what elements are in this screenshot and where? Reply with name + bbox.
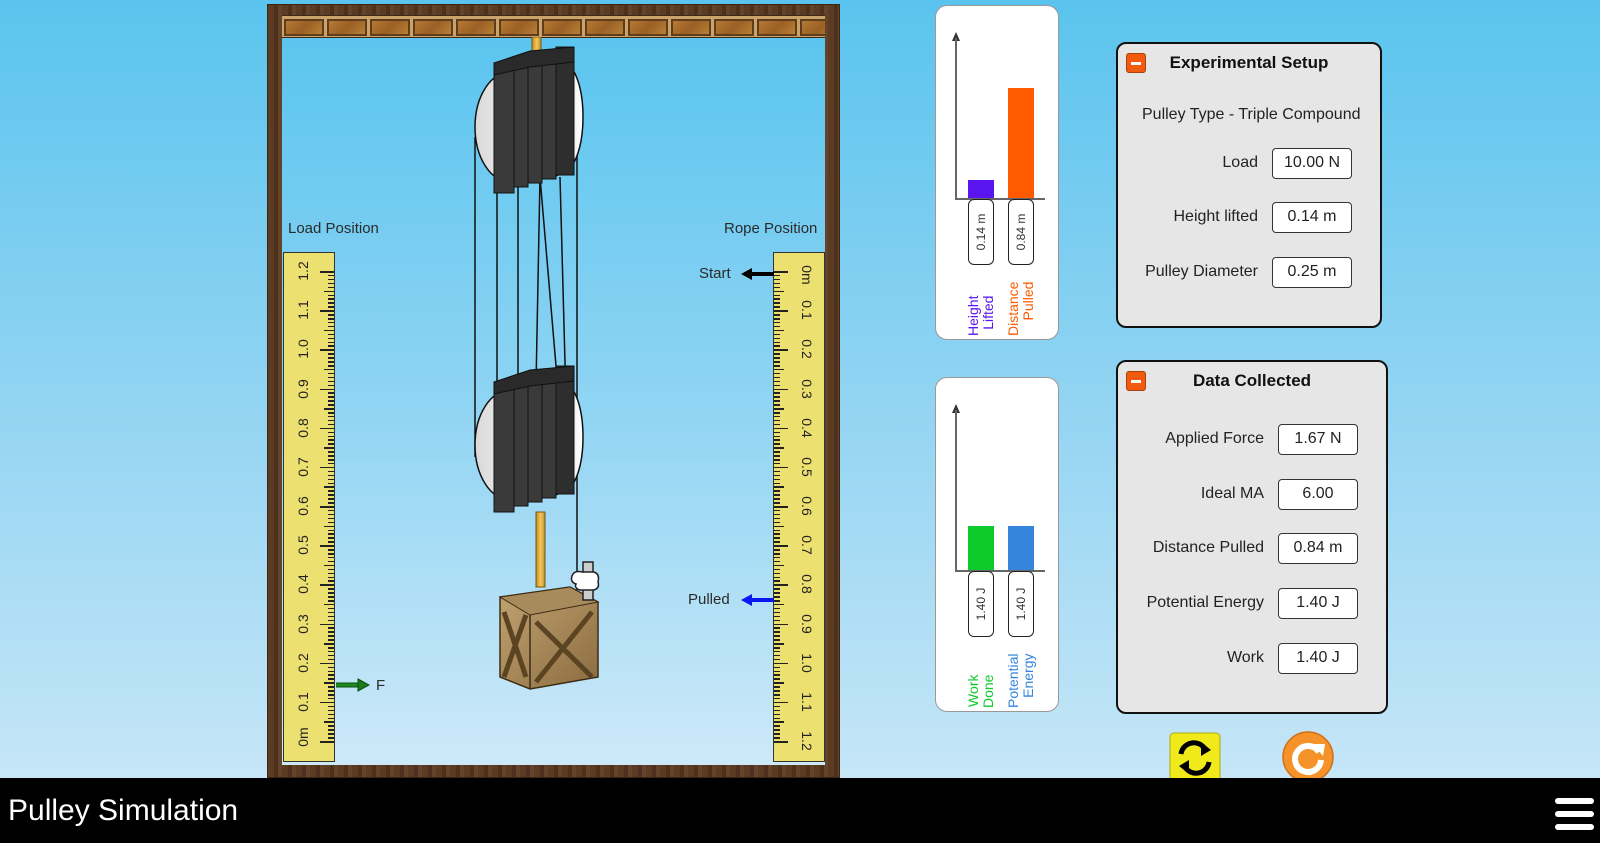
distance-pulled-value: 0.84 m [1278, 533, 1358, 564]
ruler-tick-label: 0.2 [799, 339, 815, 360]
hamburger-menu-icon[interactable] [1555, 798, 1594, 830]
ruler-tick-label: 1.0 [295, 339, 311, 360]
ruler-tick-label: 0m [295, 727, 311, 747]
height-lifted-label: Height lifted [1173, 208, 1259, 225]
work-label: Work [1226, 649, 1264, 666]
ruler-tick-label: 0.7 [799, 535, 815, 555]
potential-energy-value: 1.40 J [1278, 588, 1358, 619]
bar-potential-energy [1008, 525, 1034, 570]
y-axis [955, 38, 957, 199]
app-title: Pulley Simulation [8, 794, 239, 827]
x-axis [955, 570, 1045, 572]
collapse-data-button[interactable] [1126, 371, 1146, 391]
ruler-tick-label: 0.5 [799, 457, 815, 477]
start-marker-label: Start [699, 265, 731, 282]
applied-force-label: Applied Force [1165, 430, 1264, 447]
ruler-tick-label: 0.4 [295, 574, 311, 595]
ruler-tick-label: 1.2 [295, 261, 311, 281]
ideal-ma-value: 6.00 [1278, 479, 1358, 510]
value-box-height-lifted: 0.14 m [968, 199, 994, 265]
ruler-tick-label: 0.3 [295, 613, 311, 634]
ruler-tick-label: 0.1 [295, 692, 311, 712]
ruler-tick-label: 1.2 [799, 731, 815, 751]
ruler-tick-label: 0.4 [799, 417, 815, 438]
hand-grip-icon[interactable] [570, 560, 604, 605]
rope-position-label: Rope Position [724, 220, 818, 237]
value-box-potential-energy: 1.40 J [1008, 571, 1034, 637]
ruler-tick-label: 0.6 [799, 496, 815, 516]
load-label: Load [1222, 154, 1258, 171]
ruler-tick-label: 0.1 [799, 300, 815, 320]
rope-position-ruler: 0m 0.1 0.2 0.3 0.4 0.5 0.6 0.7 0.8 0.9 1.0 1.1 1.2 [773, 252, 825, 762]
footer-bar: Pulley Simulation [0, 778, 1600, 843]
ruler-tick-label: 0.9 [295, 378, 311, 399]
ruler-tick-label: 1.1 [295, 300, 311, 320]
bar-work-done [968, 525, 994, 570]
bar-height-lifted [968, 179, 994, 198]
load-value[interactable]: 10.00 N [1272, 148, 1352, 179]
data-collected-panel: Data Collected Applied Force 1.67 N Idea… [1116, 360, 1388, 714]
ruler-tick-label: 0.5 [295, 535, 311, 555]
ruler-tick-label: 0.7 [295, 457, 311, 477]
pulley-type-label: Pulley Type - Triple Compound [1142, 106, 1361, 123]
experimental-setup-panel: Experimental Setup Pulley Type - Triple … [1116, 42, 1382, 328]
ruler-tick-label: 1.0 [799, 652, 815, 673]
work-value: 1.40 J [1278, 643, 1358, 674]
ruler-tick-label: 0m [799, 265, 815, 285]
pulley-system [474, 37, 600, 690]
ruler-tick-label: 0.2 [295, 652, 311, 673]
pulled-arrow-icon [741, 594, 774, 606]
ceiling-beam [282, 15, 825, 38]
load-position-label: Load Position [288, 220, 379, 237]
value-box-distance-pulled: 0.84 m [1008, 199, 1034, 265]
ruler-tick-label: 0.8 [295, 417, 311, 438]
y-axis [955, 410, 957, 571]
start-arrow-icon [741, 268, 774, 280]
value-box-work-done: 1.40 J [968, 571, 994, 637]
data-panel-title: Data Collected [1192, 371, 1312, 390]
collapse-setup-button[interactable] [1126, 53, 1146, 73]
x-axis [955, 198, 1045, 200]
ruler-tick-label: 0.3 [799, 378, 815, 399]
pulley-diameter-label: Pulley Diameter [1145, 263, 1258, 280]
setup-panel-title: Experimental Setup [1169, 53, 1329, 72]
y-axis-arrow-icon [952, 404, 960, 413]
ruler-tick-label: 0.8 [799, 574, 815, 595]
ruler-tick-label: 0.9 [799, 613, 815, 634]
cycle-arrows-icon[interactable] [1169, 732, 1221, 778]
load-position-ruler: 0m 0.1 0.2 0.3 0.4 0.5 0.6 0.7 0.8 0.9 1.0 1.1 1.2 [283, 252, 335, 762]
reset-icon[interactable] [1281, 730, 1335, 778]
bar-distance-pulled [1008, 88, 1034, 198]
pulled-marker-label: Pulled [688, 591, 730, 608]
ruler-tick-label: 1.1 [799, 692, 815, 712]
applied-force-value: 1.67 N [1278, 424, 1358, 455]
pulley-diameter-value[interactable]: 0.25 m [1272, 257, 1352, 288]
height-lifted-value[interactable]: 0.14 m [1272, 202, 1352, 233]
force-marker-label: F [376, 677, 386, 694]
y-axis-arrow-icon [952, 32, 960, 41]
ruler-tick-label: 0.6 [295, 496, 311, 516]
potential-energy-label: Potential Energy [1146, 594, 1264, 611]
force-arrow-icon[interactable] [336, 678, 370, 692]
ideal-ma-label: Ideal MA [1200, 485, 1264, 502]
distance-pulled-label: Distance Pulled [1152, 539, 1264, 556]
